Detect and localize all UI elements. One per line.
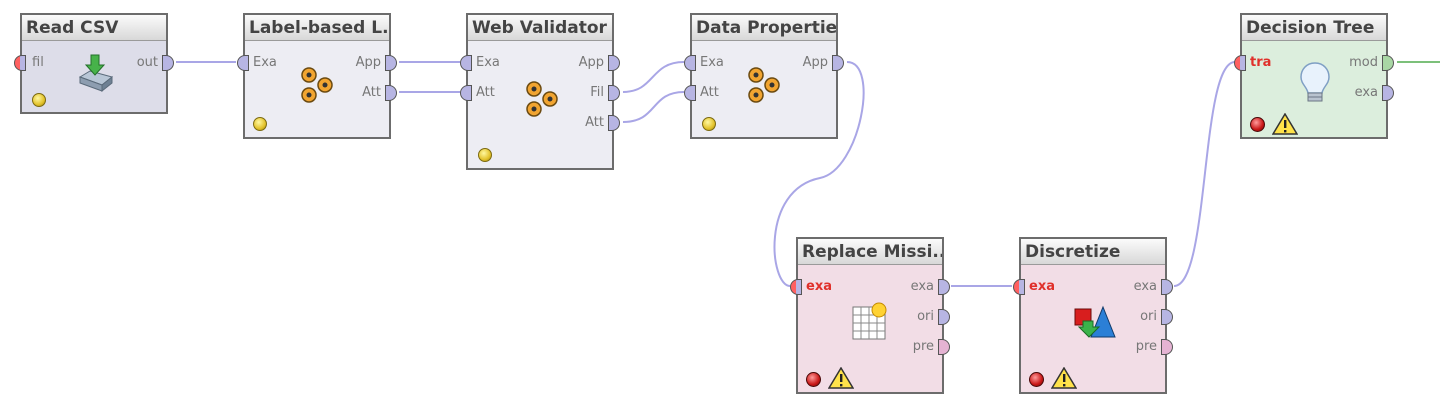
- output-port-att[interactable]: [385, 85, 397, 101]
- input-port-tra[interactable]: [1234, 55, 1246, 71]
- warning-icon: [828, 367, 854, 389]
- operator-title: Replace Missi...: [798, 239, 942, 265]
- status-red-icon: [1029, 372, 1044, 387]
- output-port-att[interactable]: [608, 115, 620, 131]
- port-label-app: App: [802, 55, 828, 70]
- wire-discretize-to-decisiontree: [1173, 61, 1236, 287]
- shapes-icon: [1074, 305, 1116, 338]
- grid-table-icon: [852, 302, 887, 340]
- status-yellow-icon: [32, 93, 46, 107]
- port-label-exa: exa: [806, 279, 832, 294]
- output-port-app[interactable]: [832, 55, 844, 71]
- input-port-exa[interactable]: [1013, 279, 1025, 295]
- port-label-att: Att: [362, 85, 381, 100]
- input-port-att[interactable]: [684, 85, 696, 101]
- output-port-mod[interactable]: [1382, 55, 1394, 71]
- operator-read-csv[interactable]: Read CSV fil out: [14, 13, 174, 114]
- output-port-ori[interactable]: [938, 309, 950, 325]
- wire-webvalidator-fil-to-dataprops-exa: [622, 61, 685, 93]
- input-port-exa[interactable]: [684, 55, 696, 71]
- status-yellow-icon: [253, 117, 267, 131]
- operator-title: Discretize: [1021, 239, 1165, 265]
- port-label-app: App: [578, 55, 604, 70]
- port-label-pre: pre: [912, 339, 934, 354]
- gears-icon: [748, 67, 780, 103]
- port-label-exa: Exa: [700, 55, 724, 70]
- port-label-exa: exa: [1354, 85, 1378, 100]
- input-port-exa[interactable]: [790, 279, 802, 295]
- port-label-out: out: [136, 55, 158, 70]
- port-label-mod: mod: [1349, 55, 1378, 70]
- operator-title: Data Properties: [692, 15, 836, 41]
- input-port-fil[interactable]: [14, 55, 26, 71]
- output-port-exa[interactable]: [1161, 279, 1173, 295]
- operator-title: Read CSV: [22, 15, 166, 41]
- status-red-icon: [1250, 117, 1265, 132]
- operator-title: Decision Tree: [1242, 15, 1386, 41]
- gears-icon: [301, 67, 333, 103]
- warning-icon: [1051, 367, 1077, 389]
- gears-icon: [526, 81, 558, 117]
- port-label-exa: exa: [1029, 279, 1055, 294]
- output-port-app[interactable]: [608, 55, 620, 71]
- port-label-fil: Fil: [590, 85, 604, 100]
- port-label-exa-out: exa: [1133, 279, 1157, 294]
- output-port-exa[interactable]: [938, 279, 950, 295]
- output-port-app[interactable]: [385, 55, 397, 71]
- port-label-app: App: [355, 55, 381, 70]
- operator-decision-tree[interactable]: Decision Tree tra mod exa: [1234, 13, 1394, 139]
- port-label-fil: fil: [32, 55, 44, 70]
- port-label-ori: ori: [1140, 309, 1157, 324]
- output-port-pre[interactable]: [938, 339, 950, 355]
- port-label-att: Att: [700, 85, 719, 100]
- wire-webvalidator-att-to-dataprops-att: [622, 91, 685, 123]
- port-label-exa: Exa: [476, 55, 500, 70]
- status-red-icon: [806, 372, 821, 387]
- port-label-ori: ori: [917, 309, 934, 324]
- port-label-tra: tra: [1250, 55, 1272, 70]
- lightbulb-icon: [1300, 62, 1330, 102]
- operator-data-properties[interactable]: Data Properties Exa Att App: [684, 13, 844, 139]
- input-port-exa[interactable]: [460, 55, 472, 71]
- port-label-pre: pre: [1135, 339, 1157, 354]
- operator-replace-missing[interactable]: Replace Missi... exa exa ori pre: [790, 237, 950, 394]
- operator-web-validator[interactable]: Web Validator Exa Att App Fil Att: [460, 13, 620, 170]
- output-port-out[interactable]: [162, 55, 174, 71]
- output-port-fil[interactable]: [608, 85, 620, 101]
- operator-title: Label-based L...: [245, 15, 389, 41]
- operator-label-based[interactable]: Label-based L... Exa App Att: [237, 13, 397, 139]
- input-port-att[interactable]: [460, 85, 472, 101]
- port-label-att: Att: [476, 85, 495, 100]
- input-port-exa[interactable]: [237, 55, 249, 71]
- port-label-exa: Exa: [253, 55, 277, 70]
- warning-icon: [1272, 113, 1298, 135]
- port-label-exa-out: exa: [910, 279, 934, 294]
- operator-title: Web Validator: [468, 15, 612, 41]
- operator-discretize[interactable]: Discretize exa exa ori pre: [1013, 237, 1173, 394]
- output-port-exa[interactable]: [1382, 85, 1394, 101]
- import-arrow-icon: [78, 54, 114, 93]
- output-port-pre[interactable]: [1161, 339, 1173, 355]
- output-port-ori[interactable]: [1161, 309, 1173, 325]
- status-yellow-icon: [478, 148, 492, 162]
- port-label-att-out: Att: [585, 115, 604, 130]
- status-yellow-icon: [702, 117, 716, 131]
